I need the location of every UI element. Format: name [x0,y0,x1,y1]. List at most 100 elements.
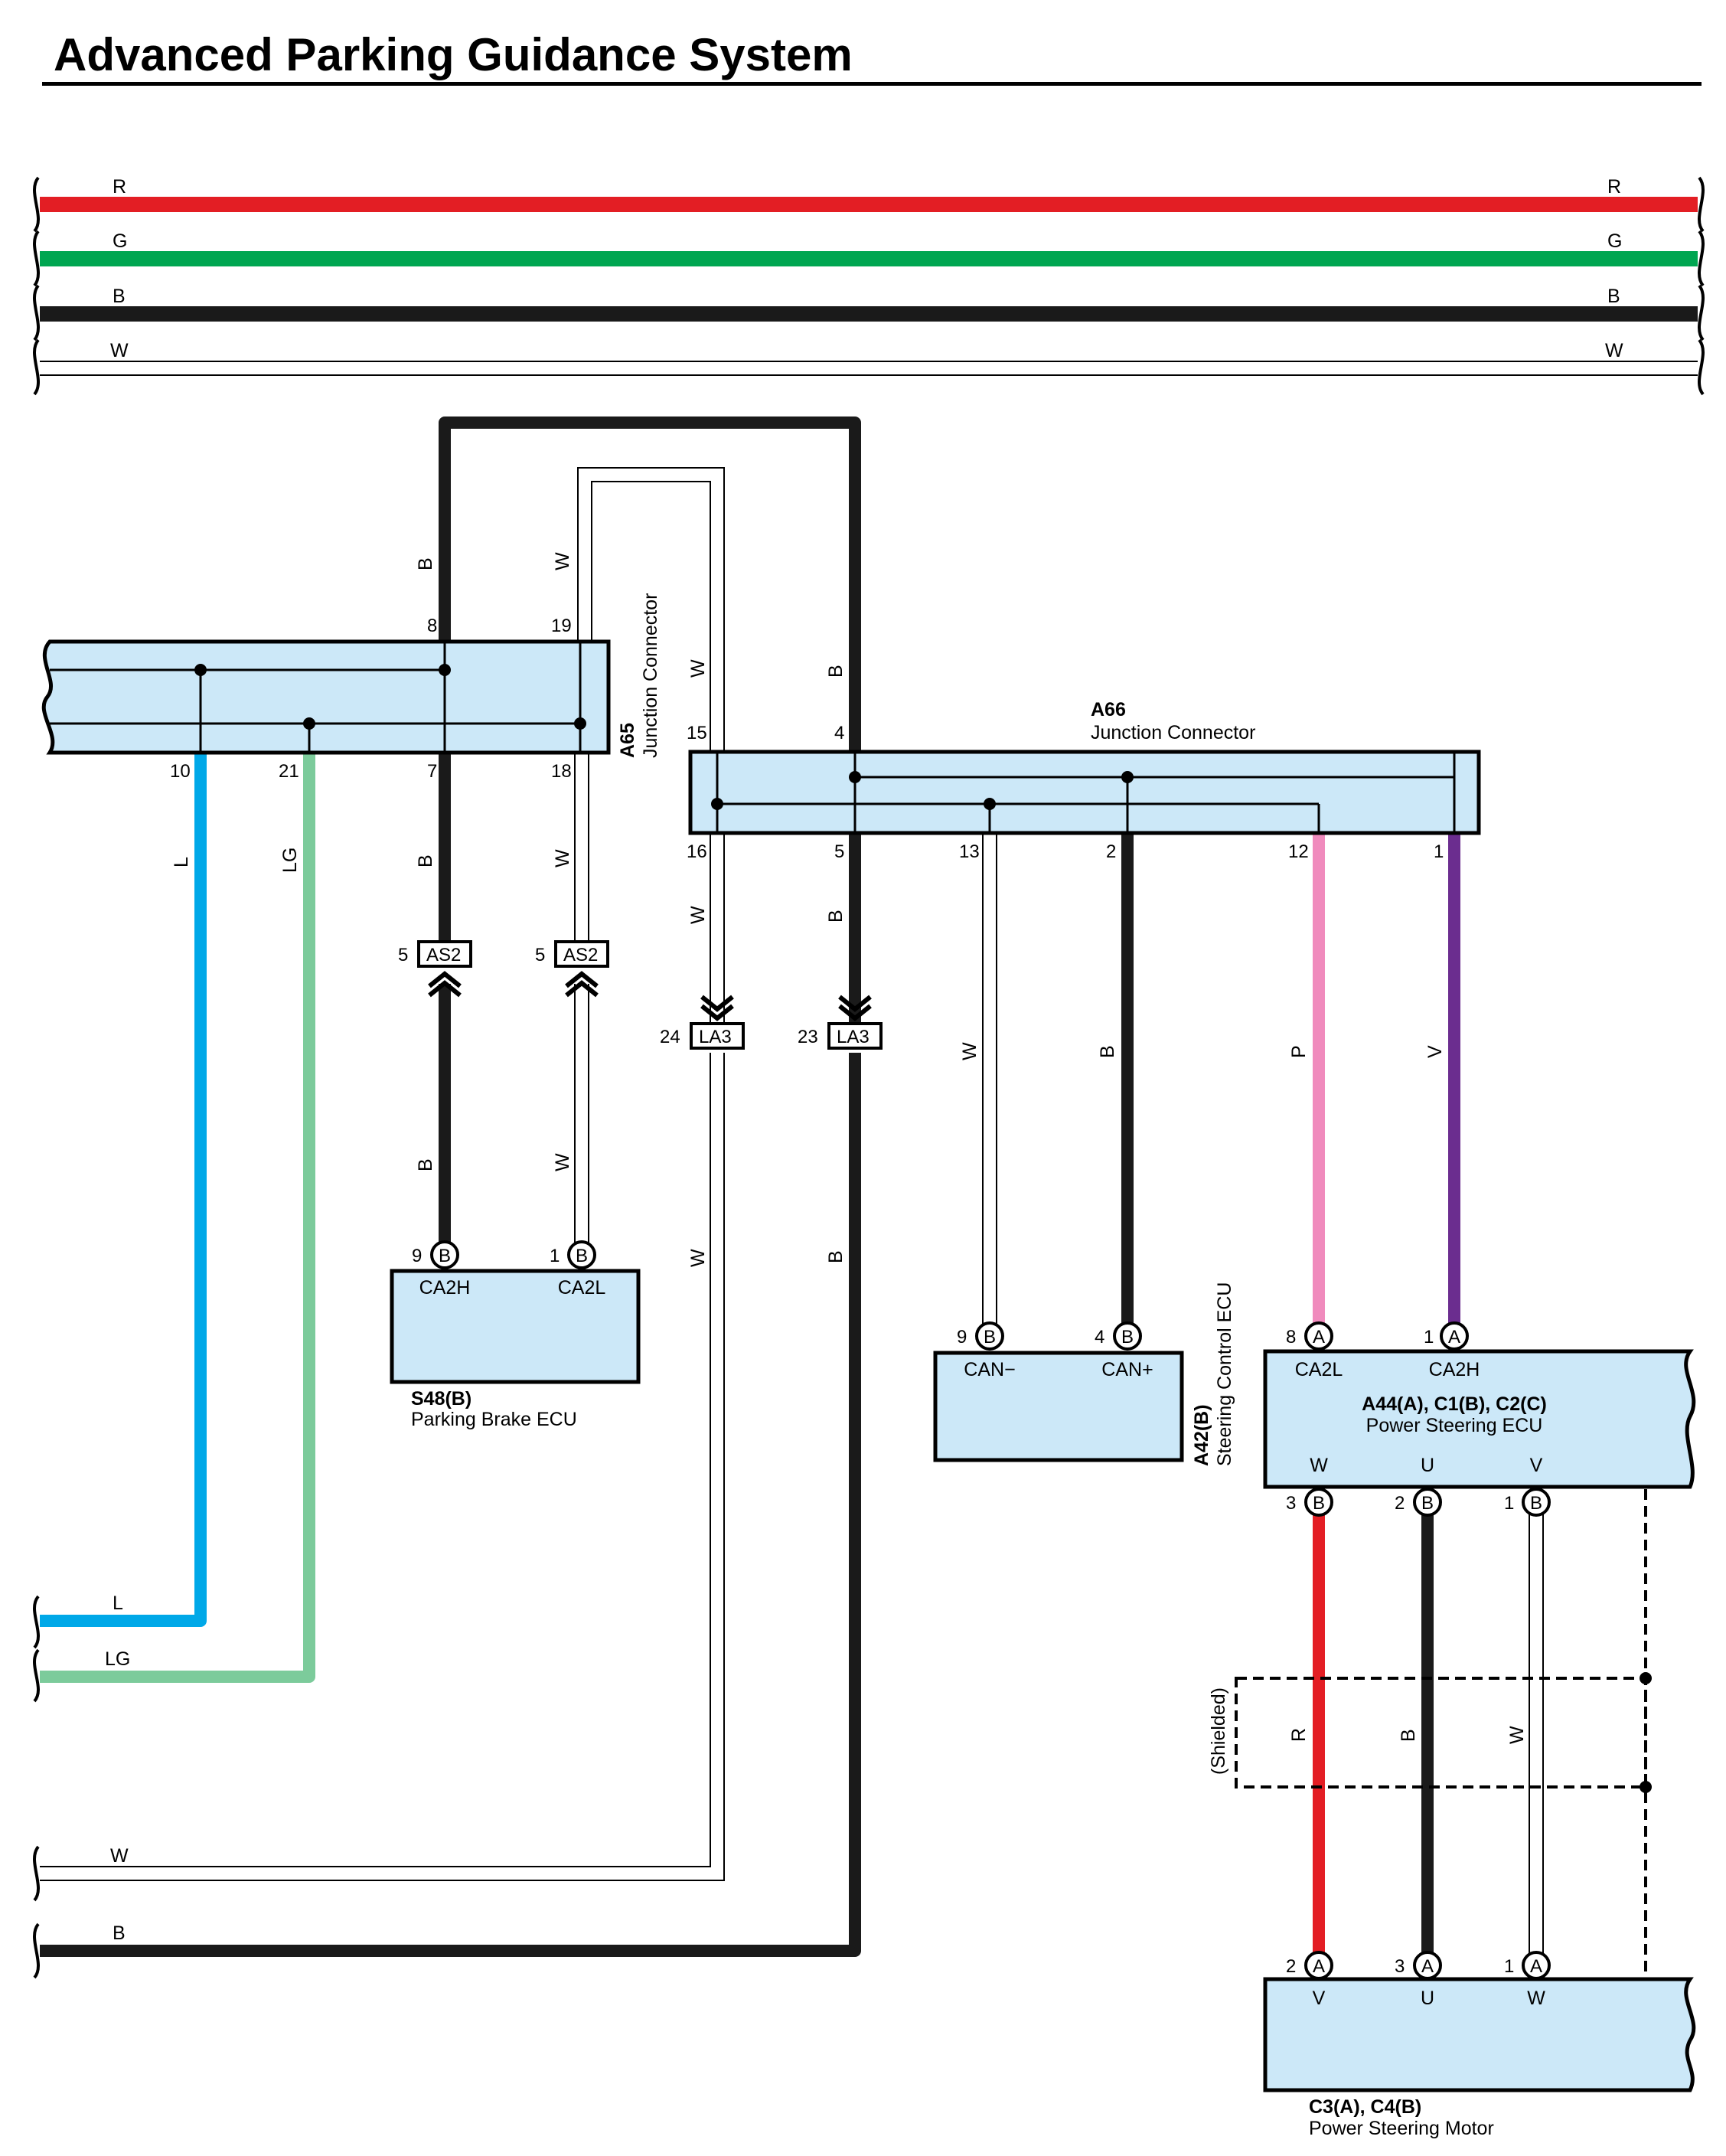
wire-label-w-4: W [687,906,709,924]
a42-pin-4: 4 [1095,1327,1104,1348]
a44-pin-1-conn: A [1448,1327,1460,1348]
wire-label-w-5: W [959,1042,980,1060]
a66-desc: Junction Connector [1091,722,1255,743]
as2-pin-5: 5 [398,945,408,965]
s48-pin-9-conn: B [439,1246,451,1266]
wire-label-w-2: W [687,659,709,678]
top-wire-w-label-right: W [1605,340,1623,361]
shield [1235,1489,1647,1979]
a42-signal-can-minus: CAN− [964,1359,1015,1380]
top-wire-g-label-left: G [113,230,127,252]
c3-pin-1-conn: A [1530,1956,1542,1977]
wire-label-v: V [1424,1045,1446,1058]
c3-name: C3(A), C4(B) [1309,2096,1421,2118]
wire-label-b-1: B [415,557,436,570]
wire-w-loop [577,467,725,754]
as2-6-code: AS2 [563,945,598,965]
wire-label-w-7: W [687,1249,709,1267]
as2-pin-6: 5 [535,945,545,965]
s48-signal-ca2h: CA2H [419,1277,471,1298]
wire-b-loop [439,416,861,754]
wire-color-labels: B W W B L LG B W W B W B P V B W W B R B… [171,552,1528,1744]
wire-label-w-6: W [552,1153,573,1171]
a66-pin-5: 5 [834,841,844,862]
a65-pin-18: 18 [551,761,572,782]
a42-signal-can-plus: CAN+ [1101,1359,1153,1380]
a44-name: A44(A), C1(B), C2(C) [1362,1393,1547,1415]
bottom-wire-b-label: B [113,1922,126,1944]
c3-pin-3-conn: A [1421,1956,1434,1977]
shield-node-bottom [1640,1781,1652,1793]
a65-pin-19: 19 [551,616,572,636]
wire-lg [40,754,315,1683]
a44-pin-8: 8 [1286,1327,1296,1348]
a65-name: A65 [617,723,638,758]
wire-l [40,754,207,1627]
a44-signal-ca2l: CA2L [1295,1359,1343,1380]
s48-pin-1-conn: B [576,1246,588,1266]
wire-label-b-8: B [1398,1729,1419,1742]
wire-label-r: R [1288,1728,1310,1742]
a65-pin-8: 8 [427,616,437,636]
a66-pin-13: 13 [959,841,980,862]
a66-pin-12: 12 [1288,841,1309,862]
as2-5-code: AS2 [426,945,461,965]
top-wire-b-label-left: B [113,286,126,307]
la3-23-code: LA3 [837,1027,870,1047]
top-wire-b-label-right: B [1607,286,1620,307]
inline-connector-as2-5 [417,940,472,995]
c3-pin-2-conn: A [1313,1956,1325,1977]
wire-label-b-4: B [825,910,847,923]
c3-signal-u: U [1421,1988,1434,2009]
a42-pin-9-conn: B [984,1327,996,1348]
s48-pin-9: 9 [412,1246,422,1266]
wire-label-b-6: B [415,1158,436,1171]
a44-pin-8-conn: A [1313,1327,1325,1348]
inline-connector-la3-23 [827,997,883,1050]
c3-pin-1: 1 [1504,1956,1514,1977]
a44-pin-1: 1 [1424,1327,1434,1348]
c3-pin-3: 3 [1395,1956,1405,1977]
a44-signal-v: V [1530,1455,1543,1476]
a65-pin-7: 7 [427,761,437,782]
a66-name: A66 [1091,699,1126,720]
connector-a66 [688,750,1481,835]
c3-signal-w: W [1527,1988,1545,2009]
bottom-wire-l-label: L [113,1592,123,1614]
wire-label-b-2: B [825,665,847,678]
wire-label-b-5: B [1097,1045,1118,1058]
top-wire-break-right [1698,176,1705,396]
la3-24-code: LA3 [699,1027,732,1047]
component-a44 [1263,1321,1696,1517]
component-s48 [390,1240,641,1384]
top-wire-r-label-left: R [113,176,126,198]
la3-pin-23: 23 [798,1027,818,1047]
a42-name: A42(B) [1191,1404,1212,1466]
wire-label-b-7: B [825,1250,847,1263]
a44-pin-1b-conn: B [1530,1493,1542,1514]
wire-label-l: L [171,857,192,867]
c3-signal-v: V [1313,1988,1326,2009]
bottom-wire-lg-label: LG [105,1648,130,1670]
a42-desc: Steering Control ECU [1214,1282,1235,1466]
wire-label-lg: LG [279,848,301,873]
component-a42 [933,1321,1184,1462]
a66-pin-15: 15 [687,723,707,743]
component-c3 [1263,1951,1696,2092]
a44-pin-2-conn: B [1421,1493,1434,1514]
shield-label: (Shielded) [1208,1687,1229,1775]
a66-pin-1: 1 [1434,841,1444,862]
c3-pin-2: 2 [1286,1956,1296,1977]
a42-pin-4-conn: B [1121,1327,1134,1348]
c3-desc: Power Steering Motor [1309,2118,1494,2139]
a44-pin-3-conn: B [1313,1493,1325,1514]
connector-a65 [41,639,611,755]
top-wire-break-left [33,176,40,396]
wire-w-la3-bottom [40,1053,725,1881]
a44-signal-u: U [1421,1455,1434,1476]
a42-pin-9: 9 [957,1327,967,1348]
a65-pin-10: 10 [170,761,191,782]
wire-label-w-8: W [1506,1726,1528,1744]
top-wire-w-label-left: W [110,340,129,361]
a44-desc: Power Steering ECU [1366,1415,1543,1436]
